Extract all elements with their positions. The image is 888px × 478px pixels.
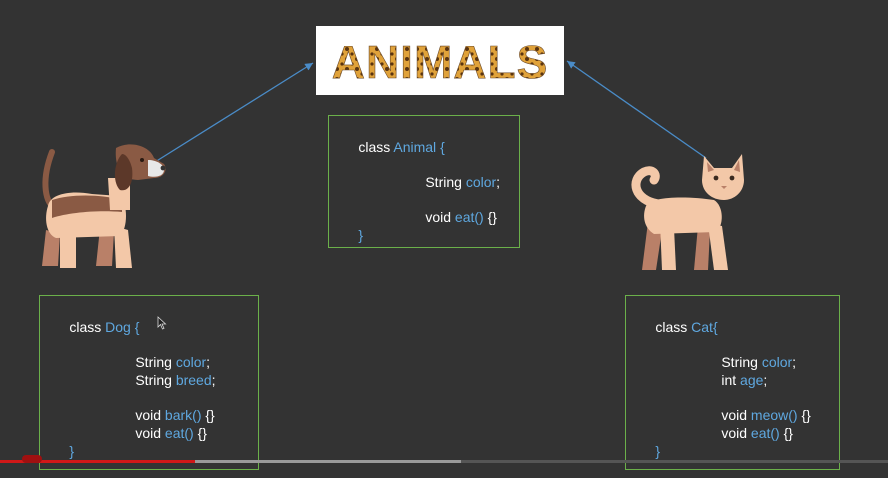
dog-class-name: Dog [105, 319, 131, 335]
animal-open-brace: { [440, 139, 445, 155]
animal-field-type: String [425, 174, 462, 190]
animal-method-name: eat() [454, 209, 484, 225]
cat-close-brace: } [655, 443, 661, 459]
animal-close-brace: } [358, 227, 364, 243]
animals-logo-text: ANIMALS [332, 36, 549, 86]
dog-close-brace: } [69, 443, 75, 459]
video-progress-bar[interactable] [0, 460, 888, 463]
animal-field-name: color [465, 174, 497, 190]
dog-open-brace: { [134, 319, 140, 335]
animal-method-type: void [425, 209, 452, 225]
mouse-cursor-icon [157, 316, 167, 330]
inheritance-arrows [154, 60, 707, 163]
cat-field-end: ; [763, 372, 768, 388]
cat-field-name: age [740, 372, 764, 388]
cat-method-type: void [721, 407, 748, 423]
dog-to-animal-arrow [154, 62, 314, 163]
cat-to-animal-arrow [566, 60, 707, 159]
dog-class-keyword: class [69, 319, 102, 335]
cat-method-body: {} [783, 425, 793, 441]
animal-class-keyword: class [358, 139, 391, 155]
animals-logo: ANIMALS [331, 36, 549, 86]
cat-class-keyword: class [655, 319, 688, 335]
cat-illustration [631, 154, 744, 270]
dog-method-body: {} [205, 407, 215, 423]
cat-open-brace: { [712, 319, 718, 335]
cat-field-type: String [721, 354, 758, 370]
video-buffer-fill [195, 460, 461, 463]
dog-field-name: breed [175, 372, 212, 388]
cat-class-box: class Cat{ String color; int age; void m… [625, 295, 840, 470]
video-played-fill [0, 460, 195, 463]
dog-field-name: color [175, 354, 207, 370]
dog-field-type: String [135, 372, 172, 388]
diagram-canvas: ANIMALS [0, 26, 888, 470]
dog-illustration [42, 144, 166, 268]
cat-class-name: Cat [691, 319, 713, 335]
cat-method-body: {} [801, 407, 811, 423]
dog-method-name: bark() [164, 407, 202, 423]
cat-field-type: int [721, 372, 737, 388]
dog-method-body: {} [197, 425, 207, 441]
cat-method-name: meow() [750, 407, 798, 423]
cat-method-name: eat() [750, 425, 780, 441]
dog-field-end: ; [211, 372, 216, 388]
cat-method-type: void [721, 425, 748, 441]
animal-class-name: Animal [393, 139, 437, 155]
dog-class-box: class Dog { String color; String breed; … [39, 295, 259, 470]
animals-banner: ANIMALS [316, 26, 564, 95]
cat-field-end: ; [792, 354, 797, 370]
animal-class-box: class Animal { String color; void eat() … [328, 115, 520, 248]
cat-field-name: color [761, 354, 793, 370]
dog-field-end: ; [206, 354, 211, 370]
dog-method-type: void [135, 407, 162, 423]
animal-field-semicolon: ; [496, 174, 501, 190]
animal-method-body: {} [487, 209, 497, 225]
dog-method-name: eat() [164, 425, 194, 441]
video-scrubber-handle[interactable] [22, 455, 42, 463]
dog-field-type: String [135, 354, 172, 370]
dog-method-type: void [135, 425, 162, 441]
